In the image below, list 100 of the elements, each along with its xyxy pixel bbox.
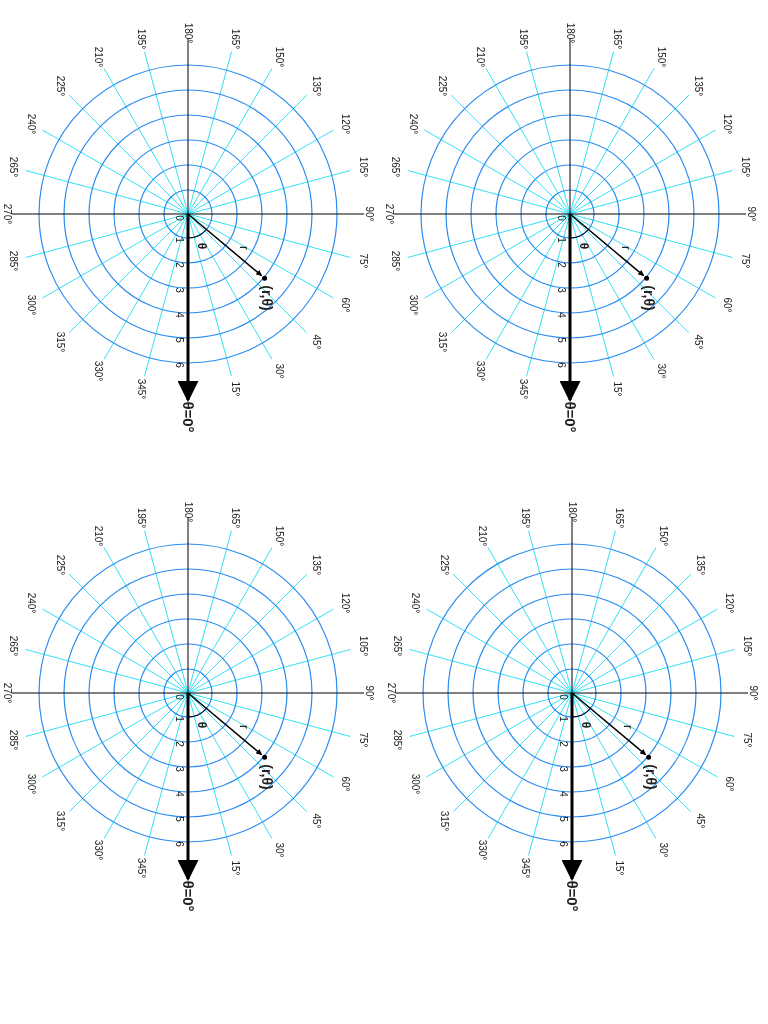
- angle-label: 300°: [410, 773, 421, 794]
- angle-label: 330°: [474, 360, 485, 382]
- angle-label: 265°: [390, 156, 401, 178]
- radius-tick-label: 0: [558, 694, 568, 700]
- radius-tick-label: 4: [174, 312, 184, 318]
- angle-label: 315°: [437, 331, 447, 353]
- point-label: (r,θ): [259, 764, 274, 790]
- radius-tick-label: 0: [556, 215, 566, 221]
- angle-label: 30°: [273, 363, 284, 379]
- angle-label: 165°: [229, 507, 240, 529]
- angle-symbol: θ: [578, 243, 591, 250]
- angle-label: 330°: [92, 360, 103, 382]
- angle-label: 15°: [229, 381, 240, 397]
- angle-label: 270°: [386, 682, 396, 704]
- angle-label: 345°: [136, 857, 147, 879]
- angle-label: 195°: [136, 507, 147, 529]
- axis-label: θ=0°: [180, 880, 196, 912]
- radius-tick-label: 2: [174, 262, 184, 268]
- radius-tick-label: 4: [174, 791, 184, 797]
- vector-label: r: [237, 724, 250, 729]
- angle-label: 30°: [655, 363, 666, 379]
- radius-tick-label: 5: [174, 816, 184, 822]
- vector-label: r: [237, 245, 250, 250]
- angle-label: 195°: [136, 28, 147, 50]
- angle-label: 120°: [723, 592, 734, 613]
- angle-label: 285°: [8, 250, 19, 272]
- angle-label: 75°: [741, 732, 752, 748]
- angle-label: 120°: [339, 592, 350, 613]
- angle-label: 60°: [339, 296, 350, 313]
- angle-label: 75°: [739, 253, 750, 269]
- angle-label: 60°: [721, 296, 732, 313]
- angle-symbol: θ: [580, 722, 593, 729]
- radius-tick-label: 4: [556, 312, 566, 318]
- angle-label: 60°: [723, 775, 734, 792]
- angle-label: 75°: [357, 732, 368, 748]
- angle-label: 105°: [357, 635, 368, 657]
- angle-label: 180°: [565, 22, 575, 44]
- angle-label: 150°: [657, 525, 668, 547]
- radius-tick-label: 5: [556, 337, 566, 343]
- angle-label: 195°: [518, 28, 529, 50]
- angle-label: 210°: [476, 525, 487, 547]
- radius-tick-label: 6: [174, 362, 184, 368]
- radius-tick-label: 1: [174, 237, 184, 243]
- axis-label: θ=0°: [180, 401, 196, 433]
- angle-label: 105°: [741, 635, 752, 657]
- angle-label: 345°: [136, 378, 147, 400]
- angle-label: 285°: [392, 729, 403, 751]
- angle-label: 240°: [408, 113, 419, 134]
- axis-label: θ=0°: [562, 401, 578, 433]
- radius-tick-label: 1: [174, 716, 184, 722]
- radius-tick-label: 0: [174, 694, 184, 700]
- angle-label: 105°: [357, 156, 368, 178]
- angle-label: 265°: [8, 156, 19, 178]
- angle-label: 210°: [474, 46, 485, 68]
- angle-label: 90°: [364, 206, 374, 222]
- angle-label: 315°: [439, 810, 449, 832]
- angle-label: 90°: [748, 685, 758, 701]
- angle-symbol: θ: [196, 243, 209, 250]
- angle-label: 90°: [364, 685, 374, 701]
- radius-tick-label: 3: [174, 287, 184, 293]
- radius-tick-label: 6: [174, 841, 184, 847]
- angle-label: 210°: [92, 525, 103, 547]
- radius-tick-label: 3: [558, 766, 568, 772]
- angle-label: 150°: [273, 525, 284, 547]
- point-label: (r,θ): [259, 285, 274, 311]
- angle-label: 165°: [611, 28, 622, 50]
- radius-tick-label: 4: [558, 791, 568, 797]
- angle-label: 270°: [2, 203, 12, 225]
- angle-label: 135°: [311, 75, 321, 97]
- angle-label: 330°: [92, 839, 103, 861]
- radius-tick-label: 5: [174, 337, 184, 343]
- angle-label: 285°: [8, 729, 19, 751]
- angle-label: 75°: [357, 253, 368, 269]
- angle-label: 180°: [183, 22, 193, 44]
- radius-tick-label: 2: [174, 741, 184, 747]
- angle-label: 60°: [339, 775, 350, 792]
- angle-label: 330°: [476, 839, 487, 861]
- angle-label: 135°: [311, 554, 321, 576]
- angle-label: 120°: [339, 113, 350, 134]
- angle-label: 90°: [746, 206, 756, 222]
- angle-label: 225°: [437, 75, 447, 97]
- angle-label: 300°: [26, 294, 37, 315]
- point-label: (r,θ): [641, 285, 656, 311]
- angle-label: 300°: [26, 773, 37, 794]
- angle-label: 345°: [518, 378, 529, 400]
- angle-label: 285°: [390, 250, 401, 272]
- angle-label: 195°: [520, 507, 531, 529]
- angle-label: 165°: [229, 28, 240, 50]
- angle-label: 265°: [392, 635, 403, 657]
- angle-label: 30°: [657, 842, 668, 858]
- angle-label: 15°: [229, 860, 240, 876]
- angle-label: 225°: [439, 554, 449, 576]
- angle-label: 225°: [55, 554, 65, 576]
- angle-label: 120°: [721, 113, 732, 134]
- angle-label: 30°: [273, 842, 284, 858]
- radius-tick-label: 3: [556, 287, 566, 293]
- angle-label: 150°: [655, 46, 666, 68]
- radius-tick-label: 6: [556, 362, 566, 368]
- radius-tick-label: 1: [556, 237, 566, 243]
- angle-label: 225°: [55, 75, 65, 97]
